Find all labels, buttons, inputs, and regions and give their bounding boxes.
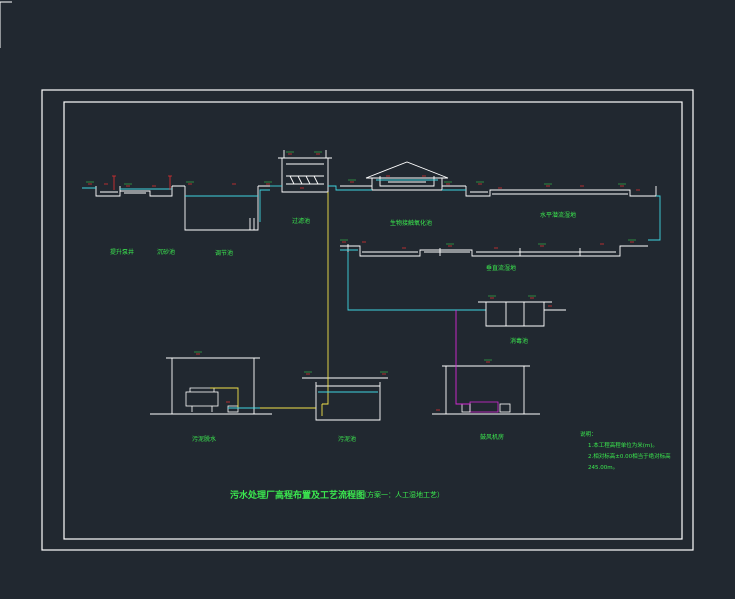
middle-water-lines <box>340 249 486 311</box>
outer-frame <box>41 89 694 551</box>
label-sludge-tank: 污泥池 <box>338 436 357 443</box>
elevation-markers <box>88 153 640 411</box>
notes-header: 说明： <box>580 432 597 438</box>
drawing-title: 污水处理厂高程布置及工艺流程图 <box>230 491 366 501</box>
elevation-marker-labels <box>86 151 636 373</box>
label-lift-pump-well: 提升泵井 <box>110 249 135 256</box>
label-regulating-tank: 调节池 <box>215 250 234 257</box>
label-bio-contact-tank: 生物接触氧化池 <box>390 220 433 227</box>
ucs-corner-marker <box>0 1 12 48</box>
label-vertical-wetland: 垂直流湿地 <box>486 265 517 272</box>
label-filter-tank: 过滤池 <box>292 218 311 225</box>
lower-buildings <box>150 357 540 421</box>
label-blower-room: 鼓风机房 <box>480 434 505 441</box>
notes-line-1: 1.本工程高程单位为米(m)。 <box>588 443 658 449</box>
dewatering-machine <box>185 387 239 413</box>
air-pipe <box>455 310 470 405</box>
lower-water-lines <box>228 391 378 409</box>
sludge-pipe <box>210 192 329 416</box>
label-disinfection-tank: 消毒池 <box>510 338 529 345</box>
upper-process-row <box>95 150 657 231</box>
notes-line-2: 2.相对标高±0.00相当于绝对标高 <box>588 454 671 460</box>
label-sludge-dewatering: 污泥脱水 <box>192 436 217 443</box>
blower-machines <box>461 401 511 413</box>
drawing-scheme: （方案一：人工湿地工艺） <box>360 491 444 499</box>
notes-line-3: 245.00m。 <box>588 465 619 471</box>
label-grit-chamber: 沉砂池 <box>157 249 176 256</box>
inner-frame <box>63 101 683 540</box>
label-horizontal-wetland: 水平潜流湿地 <box>540 212 577 219</box>
upper-water-lines <box>82 179 661 241</box>
middle-process-row <box>340 244 648 257</box>
disinfection-tank <box>478 301 566 327</box>
